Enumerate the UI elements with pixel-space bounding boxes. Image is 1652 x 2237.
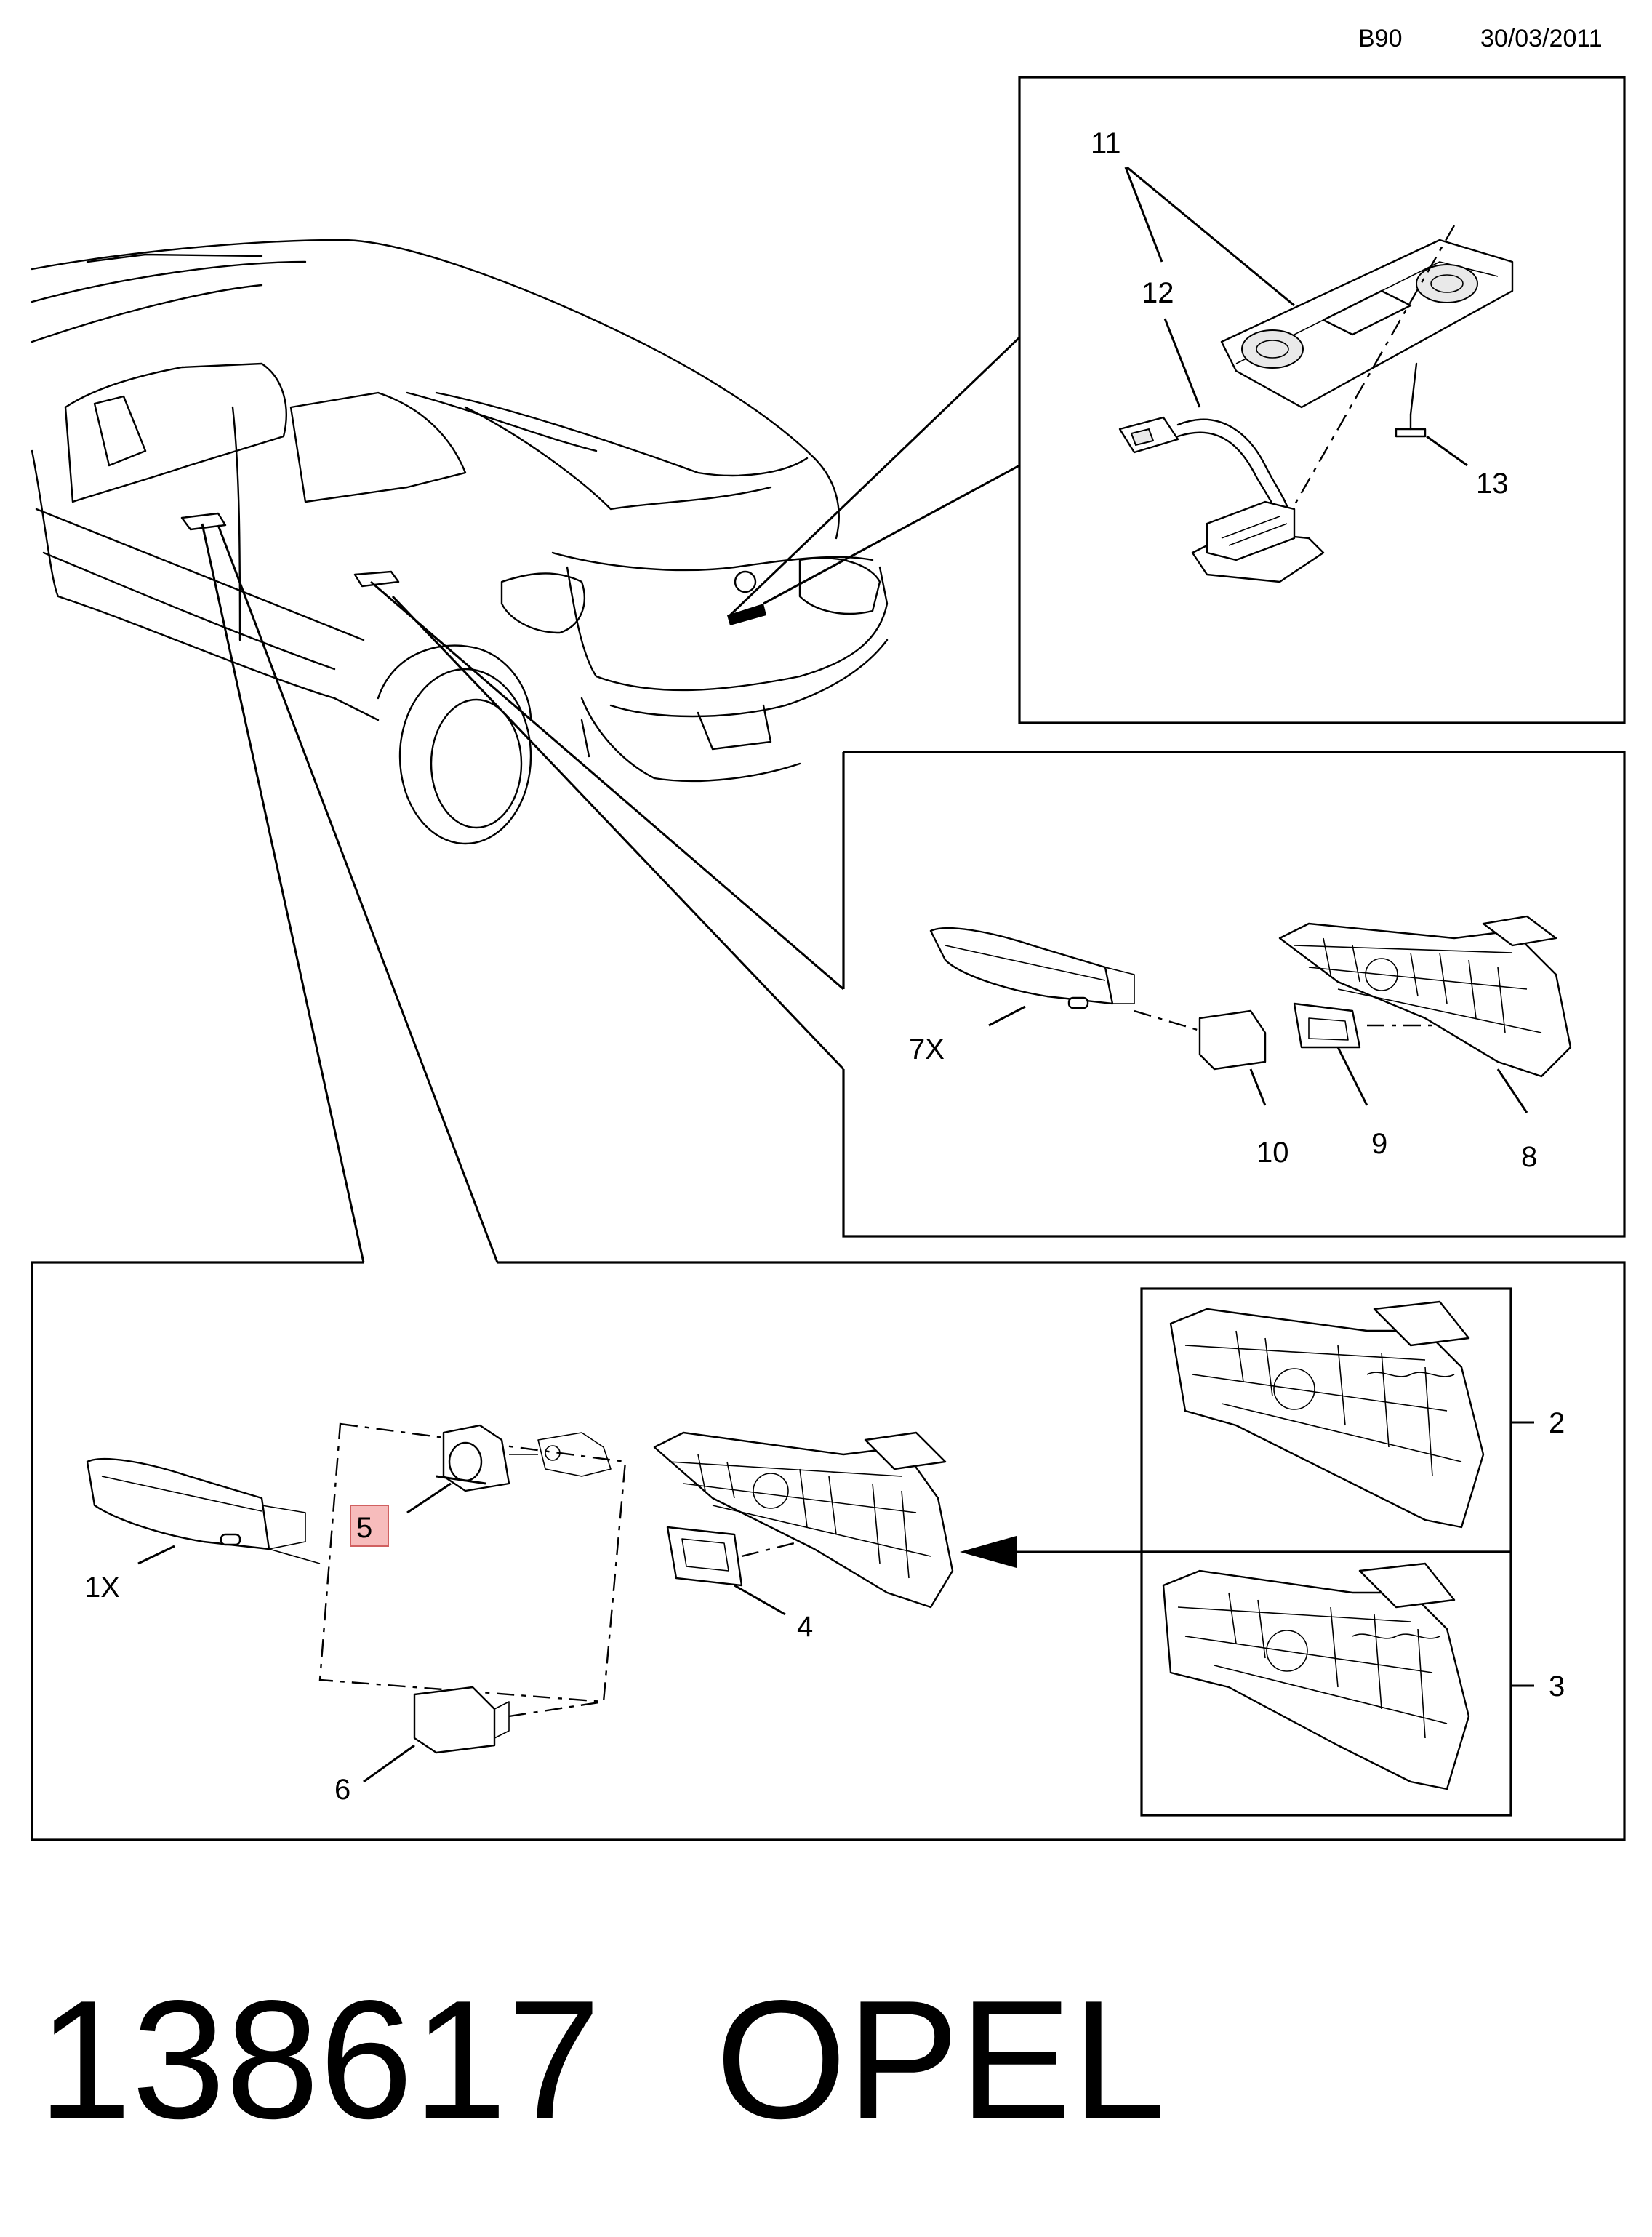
callout-9: 9	[1371, 1128, 1387, 1160]
callout-8: 8	[1521, 1141, 1537, 1173]
callout-11: 11	[1091, 127, 1121, 159]
panel-front-door-handle	[31, 1261, 1626, 1841]
car-illustration	[31, 239, 889, 845]
callout-7x: 7X	[909, 1033, 945, 1065]
callout-3: 3	[1549, 1670, 1565, 1702]
callout-12: 12	[1142, 277, 1174, 309]
highlight-marker	[350, 1505, 389, 1547]
callout-10: 10	[1256, 1137, 1289, 1169]
bracket-variant-2	[1169, 1300, 1485, 1529]
bracket-variant-3	[1162, 1562, 1470, 1790]
part-number: 138617	[38, 1966, 601, 2154]
rear-door-handle-assembly	[929, 915, 1572, 1078]
callout-13: 13	[1476, 468, 1509, 500]
brand-name: OPEL	[715, 1966, 1166, 2154]
inset-variant-3	[1140, 1550, 1512, 1817]
panel-rear-door-handle	[842, 751, 1626, 1238]
callout-6: 6	[334, 1774, 350, 1806]
tailgate-switch-assembly	[1118, 225, 1514, 583]
callout-1x: 1X	[84, 1572, 120, 1604]
diagram-date: 30/03/2011	[1480, 25, 1603, 52]
panel-tailgate-switch	[1018, 76, 1626, 724]
callout-4: 4	[797, 1611, 813, 1643]
callout-5: 5	[356, 1512, 372, 1544]
front-door-handle-assembly	[86, 1422, 1142, 1754]
callout-2: 2	[1549, 1407, 1565, 1439]
diagram-code: B90	[1358, 25, 1403, 52]
